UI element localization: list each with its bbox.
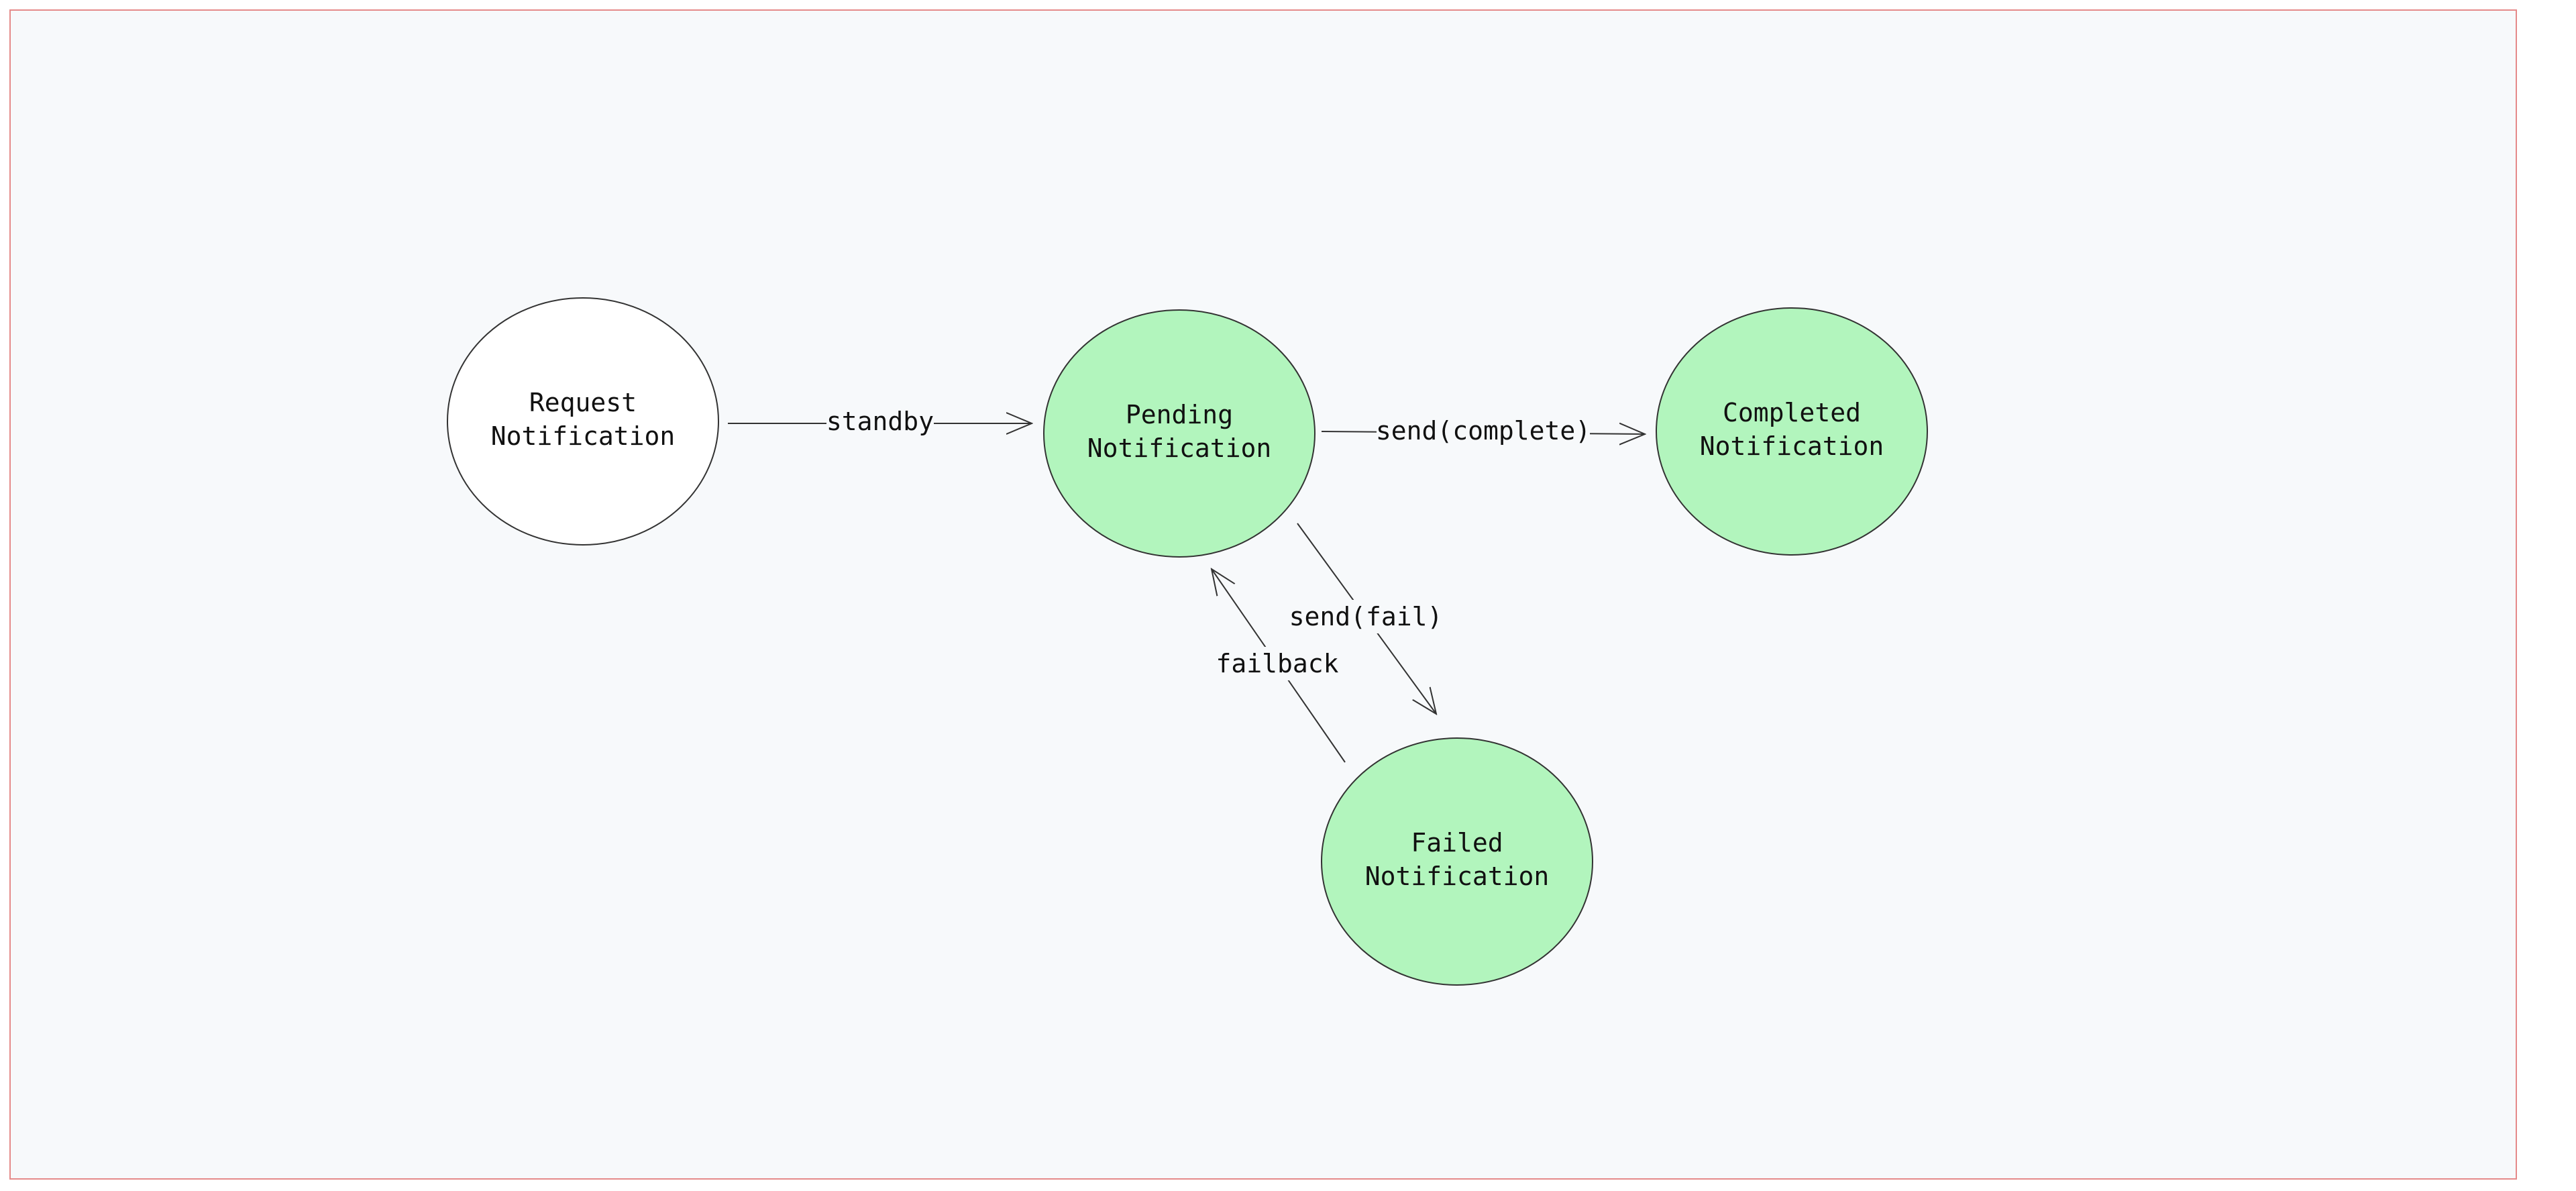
edge-label-standby: standby: [826, 407, 934, 436]
edge-label-bg: [1216, 647, 1340, 680]
state-request-notification[interactable]: Request Notification: [447, 297, 719, 546]
state-completed-notification[interactable]: Completed Notification: [1656, 307, 1928, 556]
edge-label-send-complete: send(complete): [1376, 416, 1591, 446]
edge-label-bg: [826, 405, 934, 438]
state-circle: [1656, 307, 1928, 556]
state-circle: [1043, 309, 1316, 558]
diagram-canvas: [9, 9, 2517, 1180]
state-label-line2: Notification: [1365, 862, 1550, 891]
edge-label-send-fail: send(fail): [1289, 602, 1443, 631]
state-label-line1: Failed: [1411, 828, 1503, 858]
edge-label-bg: [1377, 414, 1590, 448]
state-failed-notification[interactable]: Failed Notification: [1321, 737, 1593, 986]
state-label-line1: Pending: [1126, 400, 1233, 429]
edge-label-bg: [1289, 600, 1442, 633]
state-label-line1: Request: [529, 388, 637, 417]
state-pending-notification[interactable]: Pending Notification: [1043, 309, 1316, 558]
edge-label-failback: failback: [1216, 649, 1338, 678]
state-label-line2: Notification: [1700, 431, 1884, 461]
state-circle: [1321, 737, 1593, 986]
state-label-line2: Notification: [1087, 433, 1272, 463]
state-circle: [447, 297, 719, 546]
state-label-line1: Completed: [1723, 398, 1861, 427]
state-label-line2: Notification: [491, 421, 676, 451]
